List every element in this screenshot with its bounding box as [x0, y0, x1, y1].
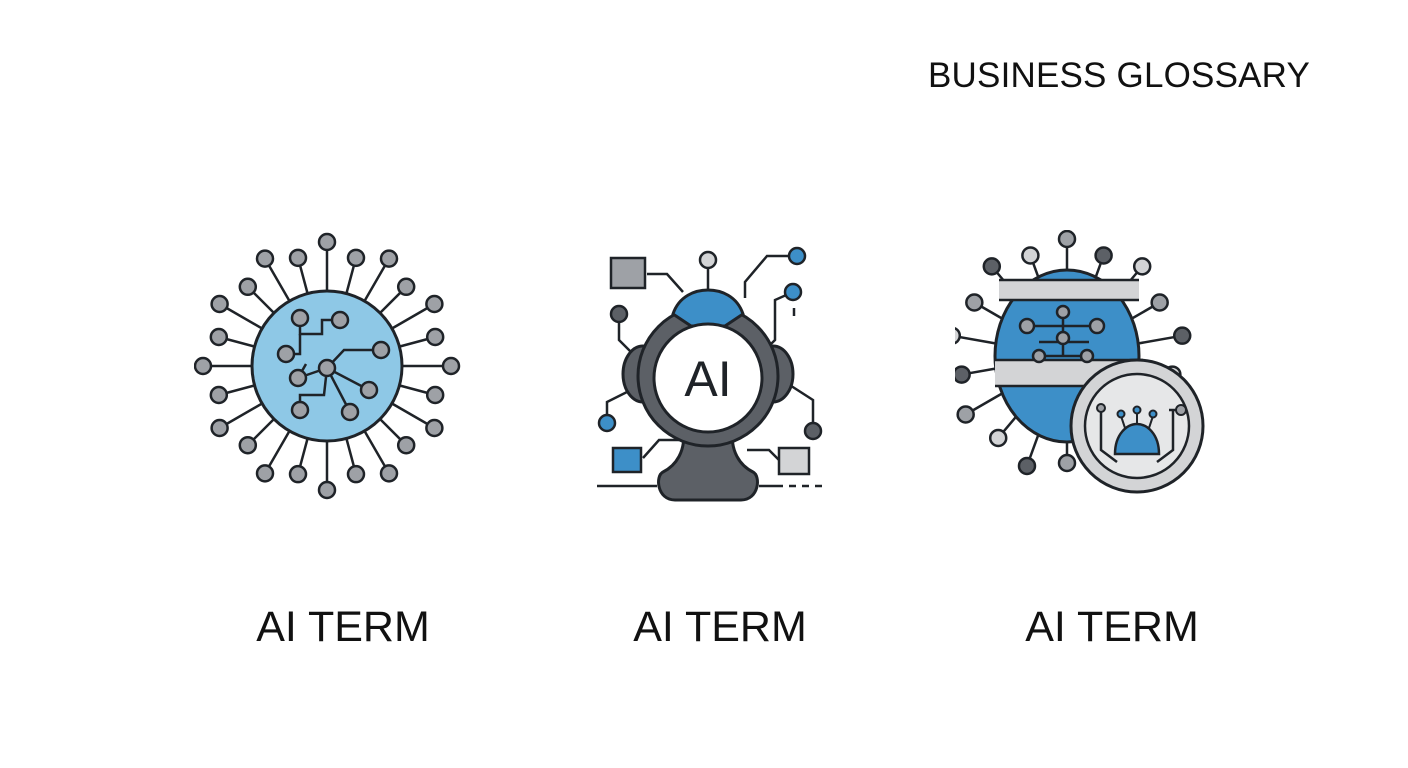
ai-chip-network-icon [955, 230, 1205, 494]
term-label: AI TERM [256, 603, 430, 651]
svg-text:AI: AI [684, 351, 731, 407]
term-label: AI TERM [1025, 603, 1199, 651]
term-label: AI TERM [633, 603, 807, 651]
neural-network-globe-icon [194, 232, 461, 500]
page-title: BUSINESS GLOSSARY [928, 56, 1311, 95]
ai-robot-head-icon: AI [597, 246, 823, 502]
